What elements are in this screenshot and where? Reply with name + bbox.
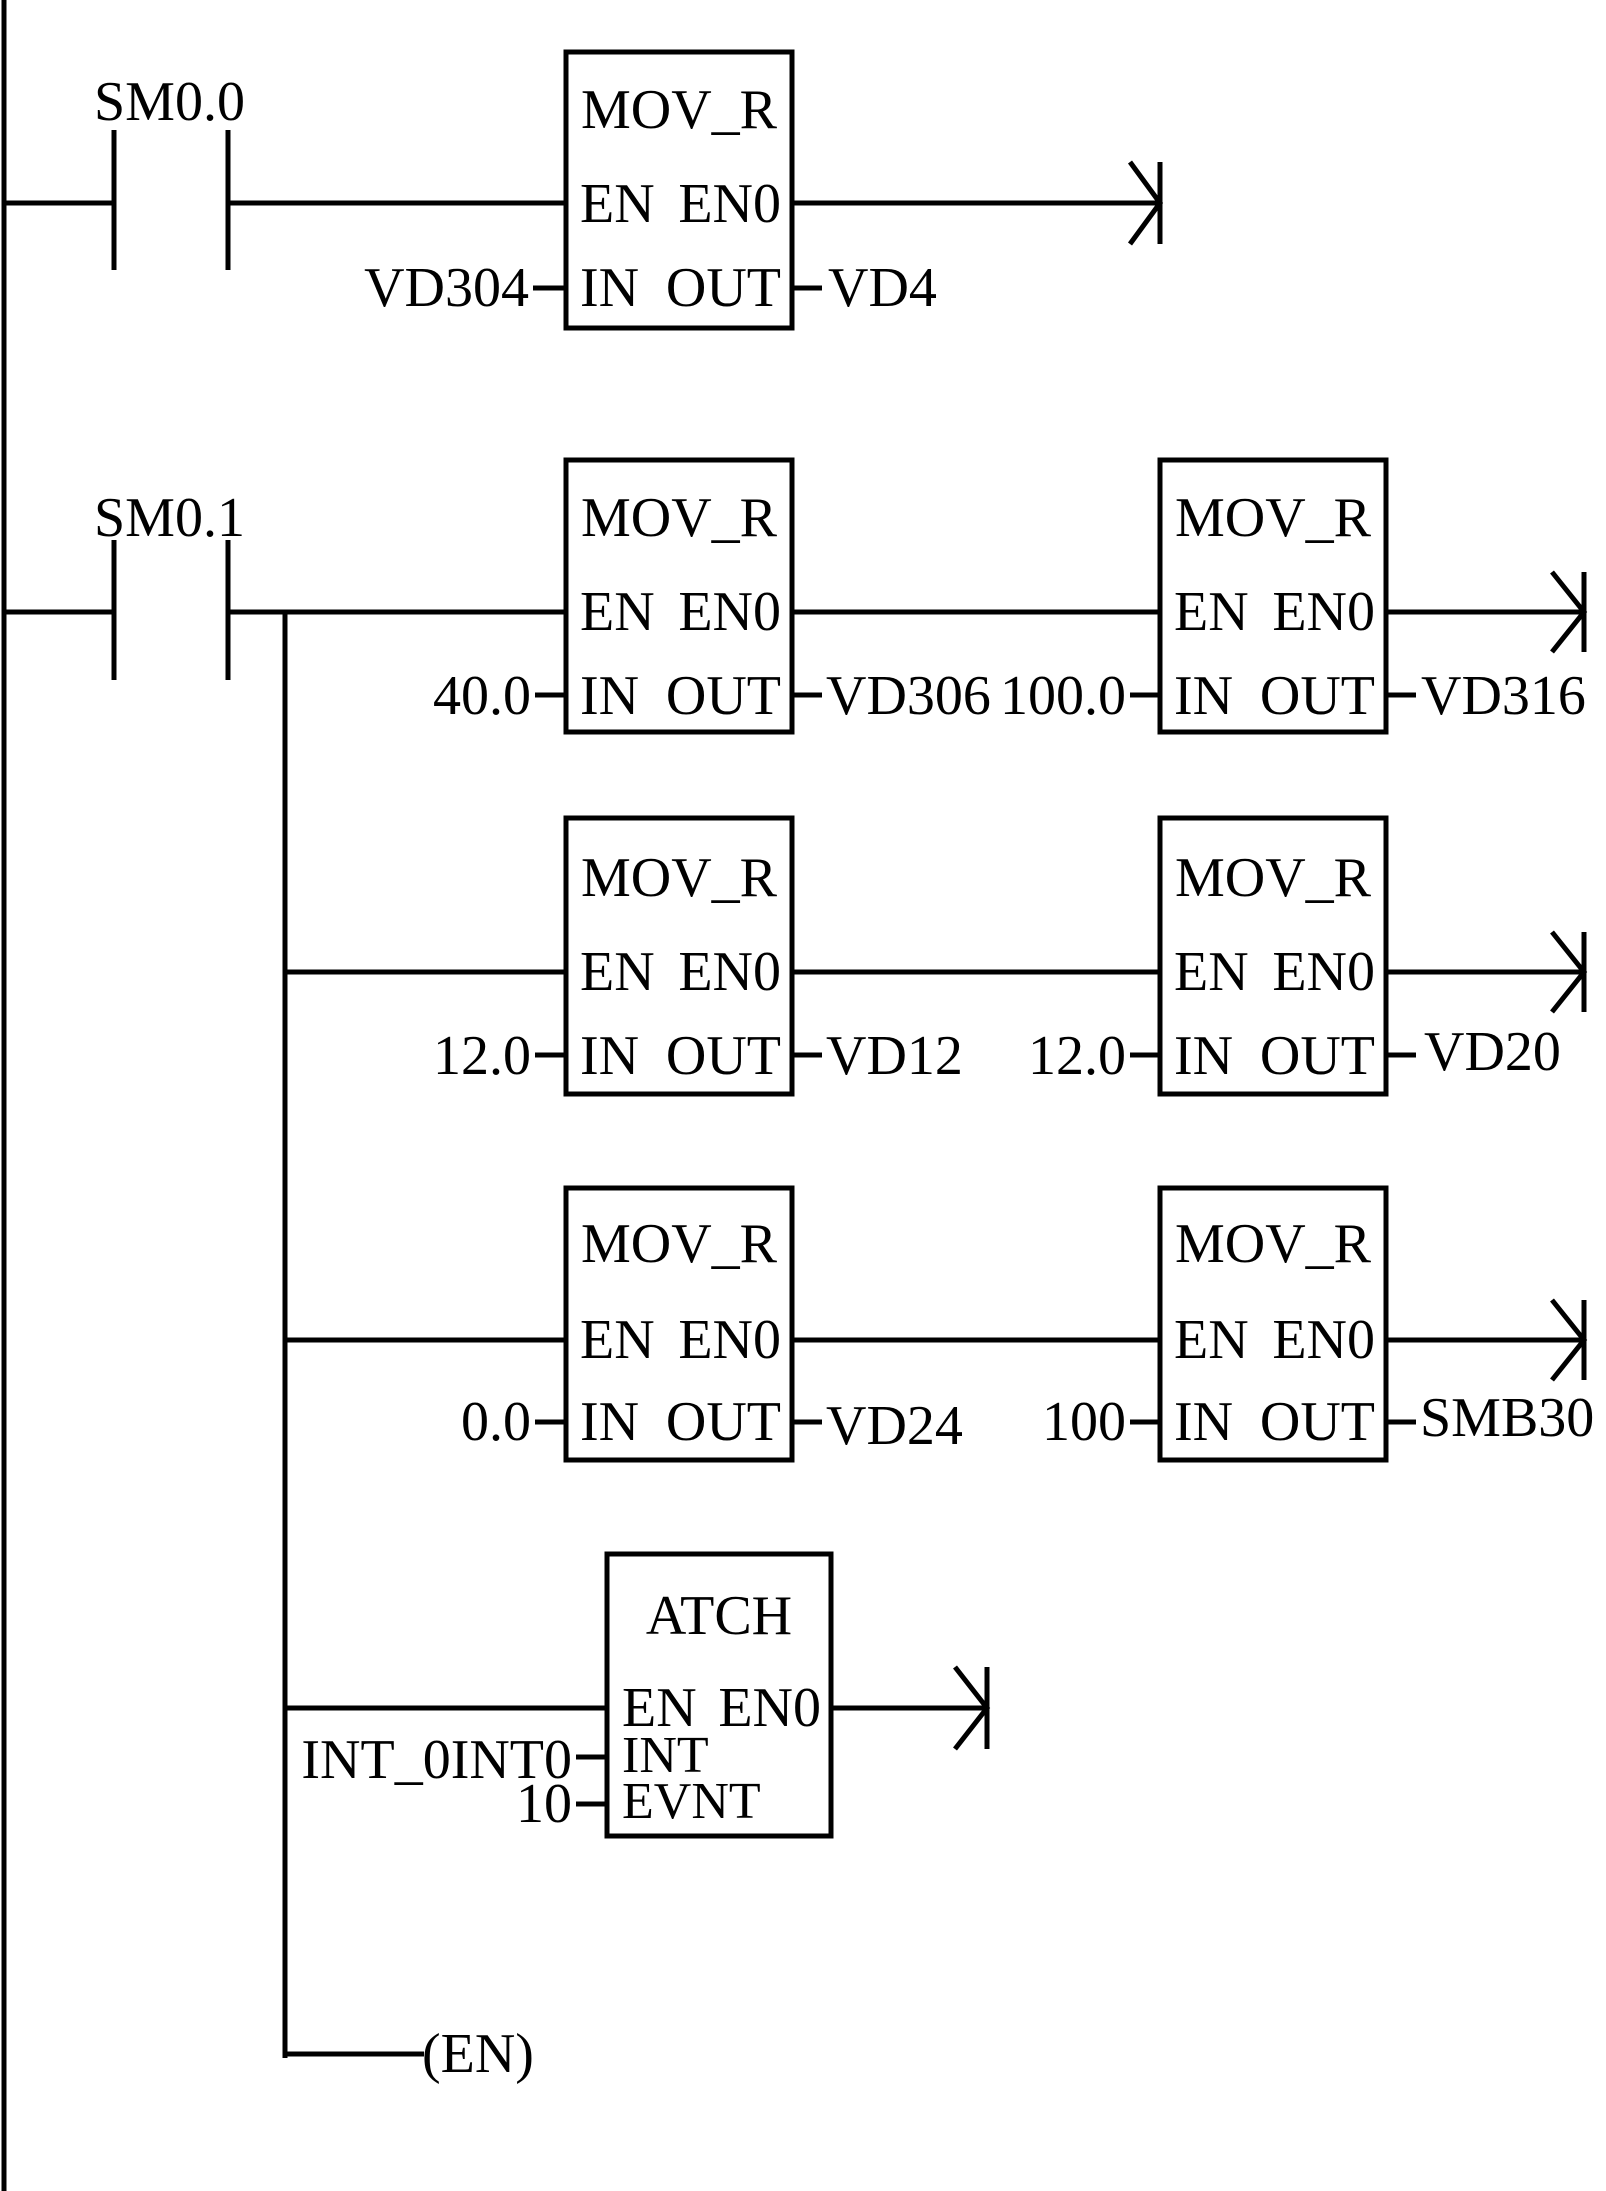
- in-pin-label: IN: [580, 257, 639, 319]
- eno-pin-label: EN0: [678, 173, 781, 235]
- eno-pin-label: EN0: [678, 1309, 781, 1371]
- evnt-value: 10: [516, 1773, 572, 1835]
- rung-end-terminator: [953, 1665, 991, 1751]
- rung-end-terminator: [1127, 160, 1164, 246]
- eno-pin-label: EN0: [1272, 941, 1375, 1003]
- in-pin-label: IN: [580, 1391, 639, 1453]
- in-value: 12.0: [433, 1025, 531, 1087]
- mov-r-block[interactable]: MOV_R EN EN0 IN OUT: [563, 815, 795, 1097]
- row-2: MOV_R EN EN0 IN OUT 12.0 VD12 MOV_R EN E…: [285, 815, 1588, 1097]
- eno-pin-label: EN0: [1272, 1309, 1375, 1371]
- in-value: 100.0: [1000, 665, 1126, 727]
- out-value: VD12: [826, 1025, 963, 1087]
- eno-pin-label: EN0: [678, 581, 781, 643]
- en-pin-label: EN: [1174, 1309, 1249, 1371]
- network-2: SM0.1 MOV_R EN EN0 IN OUT 40.0 VD306 MOV…: [4, 457, 1594, 2085]
- out-pin-label: OUT: [1260, 1025, 1375, 1087]
- in-value: 0.0: [461, 1391, 531, 1453]
- block-title: MOV_R: [1175, 847, 1372, 909]
- block-title: ATCH: [646, 1585, 792, 1647]
- out-pin-label: OUT: [666, 1391, 781, 1453]
- row-3: MOV_R EN EN0 IN OUT 0.0 VD24 MOV_R EN EN…: [285, 1185, 1594, 1463]
- out-value: SMB30: [1420, 1387, 1594, 1449]
- in-value: VD304: [364, 257, 529, 319]
- mov-r-block[interactable]: MOV_R EN EN0 IN OUT: [563, 457, 795, 735]
- en-pin-label: EN: [580, 1309, 655, 1371]
- out-value: VD20: [1424, 1021, 1561, 1083]
- rung-end-terminator: [1550, 1298, 1588, 1382]
- in-value: 40.0: [433, 665, 531, 727]
- in-pin-label: IN: [580, 665, 639, 727]
- rung-end-terminator: [1550, 930, 1588, 1014]
- row-1: MOV_R EN EN0 IN OUT 40.0 VD306 MOV_R EN …: [433, 457, 1588, 735]
- row-4: ATCH EN EN0 INT EVNT INT_0INT0 10: [285, 1551, 991, 1839]
- contact-label: SM0.0: [94, 71, 245, 133]
- mov-r-block[interactable]: MOV_R EN EN0 IN OUT: [563, 1185, 795, 1463]
- en-pin-label: EN: [580, 581, 655, 643]
- int-pin-label: INT: [622, 1727, 709, 1784]
- en-coil[interactable]: (EN): [422, 2023, 534, 2085]
- out-value: VD24: [826, 1395, 963, 1457]
- in-value: 100: [1042, 1391, 1126, 1453]
- block-title: MOV_R: [581, 1213, 778, 1275]
- contact-sm0-0[interactable]: SM0.0: [94, 71, 245, 270]
- in-pin-label: IN: [1174, 1391, 1233, 1453]
- block-title: MOV_R: [581, 487, 778, 549]
- contact-sm0-1[interactable]: SM0.1: [94, 487, 245, 680]
- block-title: MOV_R: [1175, 487, 1372, 549]
- mov-r-block[interactable]: MOV_R EN EN0 IN OUT: [1157, 815, 1389, 1097]
- block-title: MOV_R: [581, 847, 778, 909]
- block-title: MOV_R: [581, 79, 778, 141]
- out-pin-label: OUT: [666, 1025, 781, 1087]
- in-pin-label: IN: [580, 1025, 639, 1087]
- out-pin-label: OUT: [1260, 1391, 1375, 1453]
- out-value: VD316: [1421, 665, 1586, 727]
- network-1: SM0.0 MOV_R EN EN0 IN OUT VD304 VD4: [4, 49, 1164, 331]
- in-pin-label: IN: [1174, 665, 1233, 727]
- out-pin-label: OUT: [1260, 665, 1375, 727]
- block-title: MOV_R: [1175, 1213, 1372, 1275]
- en-pin-label: EN: [1174, 941, 1249, 1003]
- atch-block[interactable]: ATCH EN EN0 INT EVNT: [604, 1551, 834, 1839]
- in-value: 12.0: [1028, 1025, 1126, 1087]
- out-value: VD306: [826, 665, 991, 727]
- row-5: (EN): [285, 2023, 534, 2085]
- out-pin-label: OUT: [666, 665, 781, 727]
- eno-pin-label: EN0: [1272, 581, 1375, 643]
- int-value: INT_0INT0: [301, 1729, 572, 1791]
- rung-end-terminator: [1550, 570, 1588, 654]
- eno-pin-label: EN0: [718, 1677, 821, 1739]
- mov-r-block[interactable]: MOV_R EN EN0 IN OUT: [563, 49, 795, 331]
- in-pin-label: IN: [1174, 1025, 1233, 1087]
- mov-r-block[interactable]: MOV_R EN EN0 IN OUT: [1157, 1185, 1389, 1463]
- contact-label: SM0.1: [94, 487, 245, 549]
- out-value: VD4: [828, 257, 937, 319]
- evnt-pin-label: EVNT: [622, 1773, 761, 1830]
- en-pin-label: EN: [1174, 581, 1249, 643]
- en-pin-label: EN: [580, 941, 655, 1003]
- mov-r-block[interactable]: MOV_R EN EN0 IN OUT: [1157, 457, 1389, 735]
- en-pin-label: EN: [622, 1677, 697, 1739]
- en-pin-label: EN: [580, 173, 655, 235]
- eno-pin-label: EN0: [678, 941, 781, 1003]
- out-pin-label: OUT: [666, 257, 781, 319]
